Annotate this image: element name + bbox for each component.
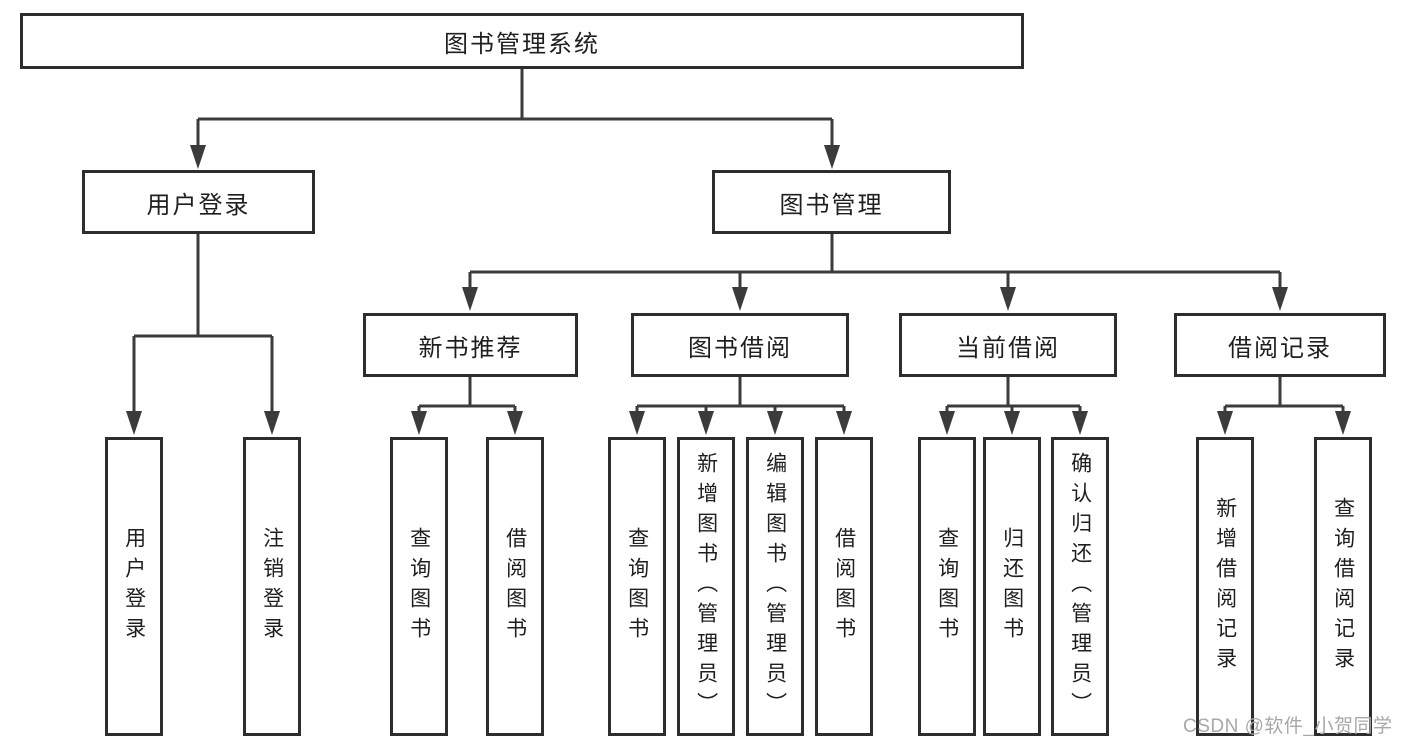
node-library-system: 图书管理系统 xyxy=(20,13,1024,69)
watermark: CSDN @软件_小贺同学 xyxy=(1183,716,1393,737)
arrowhead-icon xyxy=(507,411,523,435)
leaf-query-borrow-record: 查询借阅记录 xyxy=(1314,437,1372,736)
node-book-borrow: 图书借阅 xyxy=(631,313,849,377)
arrowhead-icon xyxy=(264,411,280,435)
connector-book-borrow xyxy=(629,377,852,435)
leaf-add-books-admin: 新增图书（管理员） xyxy=(677,437,735,736)
arrowhead-icon xyxy=(1004,411,1020,435)
arrowhead-icon xyxy=(1335,411,1351,435)
arrowhead-icon xyxy=(732,287,748,311)
arrowhead-icon xyxy=(126,411,142,435)
leaf-user-login: 用户登录 xyxy=(105,437,163,736)
leaf-borrow-books-1: 借阅图书 xyxy=(486,437,544,736)
connector-root xyxy=(190,69,840,169)
connector-user-login xyxy=(126,234,280,435)
leaf-borrow-books-2: 借阅图书 xyxy=(815,437,873,736)
leaf-query-books-3: 查询图书 xyxy=(918,437,976,736)
connector-borrow-records xyxy=(1217,377,1351,435)
node-new-book-rec: 新书推荐 xyxy=(363,313,578,377)
node-borrow-records: 借阅记录 xyxy=(1174,313,1386,377)
arrowhead-icon xyxy=(411,411,427,435)
arrowhead-icon xyxy=(836,411,852,435)
node-user-login: 用户登录 xyxy=(82,170,315,234)
connector-new-book-rec xyxy=(411,377,523,435)
leaf-add-borrow-record: 新增借阅记录 xyxy=(1196,437,1254,736)
arrowhead-icon xyxy=(1072,411,1088,435)
arrowhead-icon xyxy=(1000,287,1016,311)
leaf-query-books-2: 查询图书 xyxy=(608,437,666,736)
arrowhead-icon xyxy=(767,411,783,435)
arrowhead-icon xyxy=(698,411,714,435)
leaf-return-books: 归还图书 xyxy=(983,437,1041,736)
leaf-confirm-return-admin: 确认归还（管理员） xyxy=(1051,437,1109,736)
arrowhead-icon xyxy=(939,411,955,435)
arrowhead-icon xyxy=(462,287,478,311)
node-book-management: 图书管理 xyxy=(712,170,951,234)
leaf-query-books-1: 查询图书 xyxy=(390,437,448,736)
node-current-borrow: 当前借阅 xyxy=(899,313,1117,377)
connector-book-management xyxy=(462,234,1288,311)
connector-current-borrow xyxy=(939,377,1088,435)
arrowhead-icon xyxy=(1217,411,1233,435)
arrowhead-icon xyxy=(1272,287,1288,311)
arrowhead-icon xyxy=(824,145,840,169)
arrowhead-icon xyxy=(629,411,645,435)
arrowhead-icon xyxy=(190,145,206,169)
leaf-edit-books-admin: 编辑图书（管理员） xyxy=(746,437,804,736)
leaf-logout: 注销登录 xyxy=(243,437,301,736)
